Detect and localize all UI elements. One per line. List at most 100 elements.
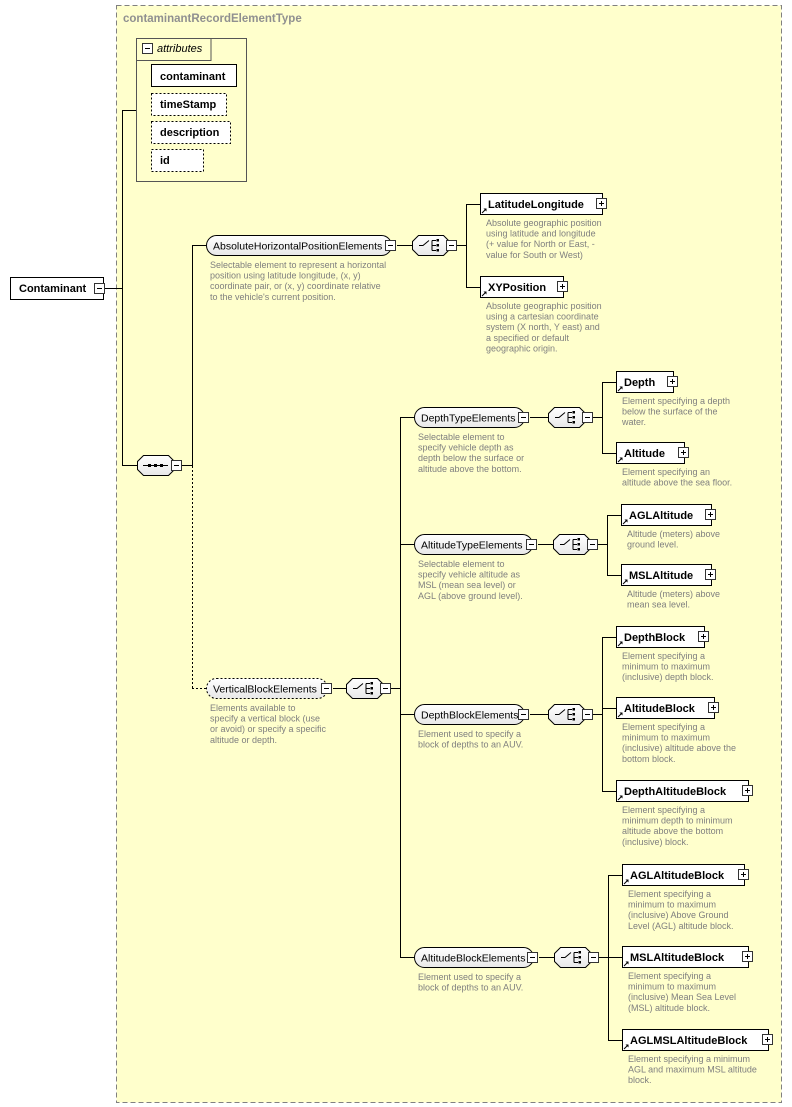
collapse-icon[interactable] [321, 683, 332, 694]
element-label: AltitudeBlock [624, 703, 696, 715]
reference-arrow-icon [617, 795, 623, 801]
expand-icon[interactable] [705, 509, 716, 520]
choice-icon [419, 239, 439, 252]
choice-icon [560, 538, 580, 551]
group-label: VerticalBlockElements [213, 684, 317, 696]
expand-icon[interactable] [762, 1034, 773, 1045]
collapse-icon[interactable] [518, 709, 529, 720]
choice-icon [555, 411, 575, 424]
collapse-icon[interactable] [446, 240, 457, 251]
expand-icon[interactable] [705, 569, 716, 580]
collapse-icon[interactable] [587, 539, 598, 550]
element-label: MSLAltitudeBlock [630, 952, 725, 964]
collapse-icon[interactable] [94, 283, 105, 294]
collapse-icon[interactable] [171, 460, 182, 471]
attribute-label: contaminant [160, 71, 226, 83]
expand-icon[interactable] [557, 281, 568, 292]
element-label: AGLAltitude [629, 510, 693, 522]
root-element-contaminant[interactable]: Contaminant [10, 277, 105, 300]
choice-compositor[interactable] [553, 534, 598, 555]
choice-compositor[interactable] [412, 235, 457, 256]
choice-compositor[interactable] [554, 947, 599, 968]
attribute-contaminant[interactable]: contaminant [151, 64, 237, 87]
group-label: AbsoluteHorizontalPositionElements [213, 241, 382, 253]
collapse-icon[interactable] [518, 412, 529, 423]
collapse-icon[interactable] [588, 952, 599, 963]
expand-icon[interactable] [698, 631, 709, 642]
diagram-nodes: AbsoluteHorizontalPositionElementsSelect… [206, 193, 773, 1086]
reference-arrow-icon [622, 519, 628, 525]
group-label: DepthTypeElements [421, 413, 516, 425]
choice-compositor[interactable] [548, 407, 593, 428]
reference-arrow-icon [622, 579, 628, 585]
reference-arrow-icon [617, 712, 623, 718]
attribute-label: id [160, 155, 170, 167]
attributes-header: attributes [157, 43, 203, 55]
group-doc: Selectable element to represent a horizo… [210, 260, 386, 302]
attribute-id[interactable]: id [151, 149, 204, 172]
expand-icon[interactable] [742, 785, 753, 796]
sequence-compositor[interactable] [137, 455, 182, 476]
element-label: Altitude [624, 448, 665, 460]
reference-arrow-icon [481, 291, 487, 297]
reference-arrow-icon [623, 879, 629, 885]
expand-icon[interactable] [708, 702, 719, 713]
choice-compositor[interactable] [548, 704, 593, 725]
collapse-icon[interactable] [380, 683, 391, 694]
element-label: DepthBlock [624, 632, 686, 644]
collapse-icon[interactable] [582, 709, 593, 720]
collapse-icon[interactable] [582, 412, 593, 423]
group-horizontal[interactable]: AbsoluteHorizontalPositionElementsSelect… [206, 235, 396, 302]
element-label: AGLAltitudeBlock [630, 870, 725, 882]
group-label: AltitudeTypeElements [421, 540, 523, 552]
attribute-label: timeStamp [160, 99, 217, 111]
expand-icon[interactable] [738, 869, 749, 880]
expand-icon[interactable] [742, 951, 753, 962]
attribute-timestamp[interactable]: timeStamp [151, 93, 227, 116]
attribute-label: description [160, 127, 220, 139]
collapse-icon[interactable] [527, 952, 538, 963]
collapse-icon[interactable] [526, 539, 537, 550]
connectors [104, 110, 622, 1041]
type-title: contaminantRecordElementType [123, 13, 302, 25]
attributes-box: attributes contaminant timeStamp descrip… [136, 38, 247, 182]
expand-icon[interactable] [596, 198, 607, 209]
reference-arrow-icon [623, 961, 629, 967]
group-label: AltitudeBlockElements [421, 953, 525, 965]
attributes-collapse-button[interactable] [142, 43, 153, 54]
expand-icon[interactable] [678, 447, 689, 458]
collapse-icon[interactable] [385, 240, 396, 251]
choice-compositor[interactable] [346, 678, 391, 699]
attribute-description[interactable]: description [151, 121, 231, 144]
expand-icon[interactable] [667, 376, 678, 387]
